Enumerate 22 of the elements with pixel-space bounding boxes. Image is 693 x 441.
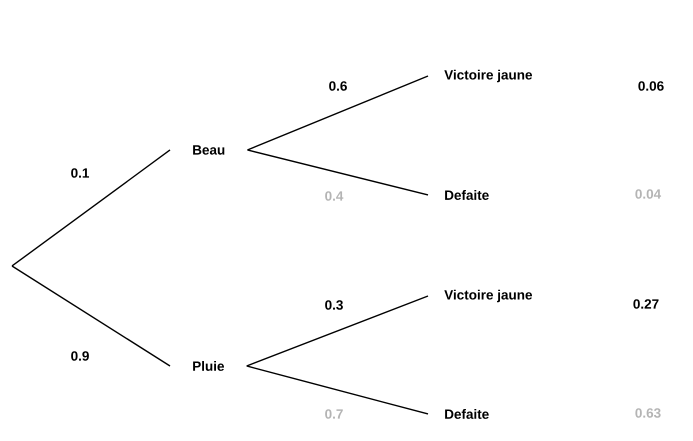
branch-line	[247, 149, 428, 196]
outcome-label: Pluie	[193, 361, 224, 371]
edge-label: 0.9	[71, 351, 89, 361]
edge-label: 0.3	[325, 300, 343, 310]
branch-line	[12, 265, 170, 367]
outcome-label: Defaite	[445, 190, 489, 200]
probability-label: 0.06	[638, 81, 664, 91]
outcome-label: Beau	[193, 145, 224, 155]
probability-label: 0.27	[633, 299, 659, 309]
edge-label: 0.4	[325, 191, 344, 201]
branch-line	[246, 365, 428, 415]
outcome-label: Victoire jaune	[444, 70, 532, 82]
branch-line	[12, 149, 170, 267]
edge-label: 0.1	[71, 168, 90, 178]
probability-label: 0.04	[635, 189, 662, 199]
edge-label: 0.6	[329, 81, 347, 91]
edge-label: 0.7	[325, 409, 343, 419]
branch-line	[246, 295, 428, 367]
outcome-label: Defaite	[445, 409, 489, 419]
probability-label: 0.63	[635, 408, 661, 418]
branch-line	[247, 75, 428, 151]
outcome-label: Victoire jaune	[444, 290, 532, 302]
